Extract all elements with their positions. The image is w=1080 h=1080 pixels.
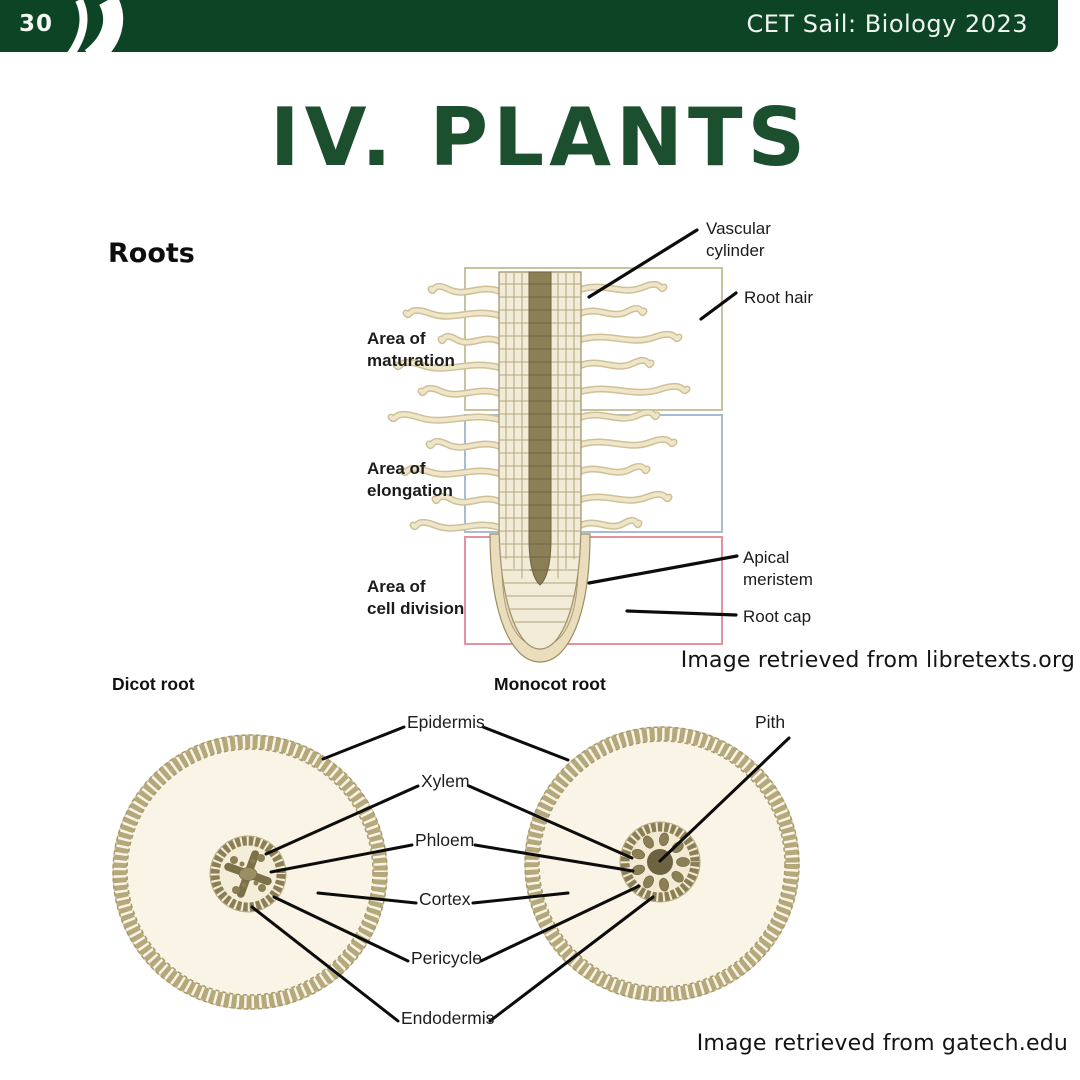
- dicot-cross-section-illustration: [112, 734, 388, 1010]
- cell-division-zone-box: [464, 536, 723, 645]
- label-cortex: Cortex: [419, 889, 471, 909]
- credit-libretexts: Image retrieved from libretexts.org: [680, 648, 1075, 673]
- label-phloem: Phloem: [415, 830, 475, 850]
- label-epidermis: Epidermis: [407, 712, 485, 732]
- course-title: CET Sail: Biology 2023: [746, 10, 1028, 38]
- maturation-zone-box: [464, 267, 723, 411]
- callout-vascular-cylinder: Vascular cylinder: [706, 219, 771, 261]
- callout-root-hair: Root hair: [744, 288, 813, 307]
- page-title: IV. PLANTS: [269, 91, 811, 184]
- zone-label-cell-division: Area of cell division: [367, 577, 465, 619]
- header-bar: 30 CET Sail: Biology 2023: [0, 0, 1058, 52]
- label-pericycle: Pericycle: [411, 948, 482, 968]
- monocot-root-title: Monocot root: [494, 674, 606, 694]
- page-number: 30: [19, 11, 54, 37]
- zone-label-elongation: Area of elongation: [367, 459, 453, 501]
- section-heading-roots: Roots: [108, 238, 195, 269]
- label-xylem: Xylem: [421, 771, 470, 791]
- zone-label-maturation: Area of maturation: [367, 329, 455, 371]
- label-endodermis: Endodermis: [401, 1008, 495, 1028]
- callout-root-cap: Root cap: [743, 607, 812, 626]
- cross-section-leader-lines: [250, 725, 791, 1023]
- credit-gatech: Image retrieved from gatech.edu: [696, 1031, 1068, 1056]
- label-pith: Pith: [755, 712, 786, 732]
- callout-apical-meristem: Apical meristem: [743, 548, 813, 590]
- dicot-root-title: Dicot root: [112, 674, 195, 694]
- sail-swoosh-icon: [64, 0, 124, 58]
- monocot-cross-section-illustration: [524, 726, 800, 1002]
- elongation-zone-box: [464, 414, 723, 533]
